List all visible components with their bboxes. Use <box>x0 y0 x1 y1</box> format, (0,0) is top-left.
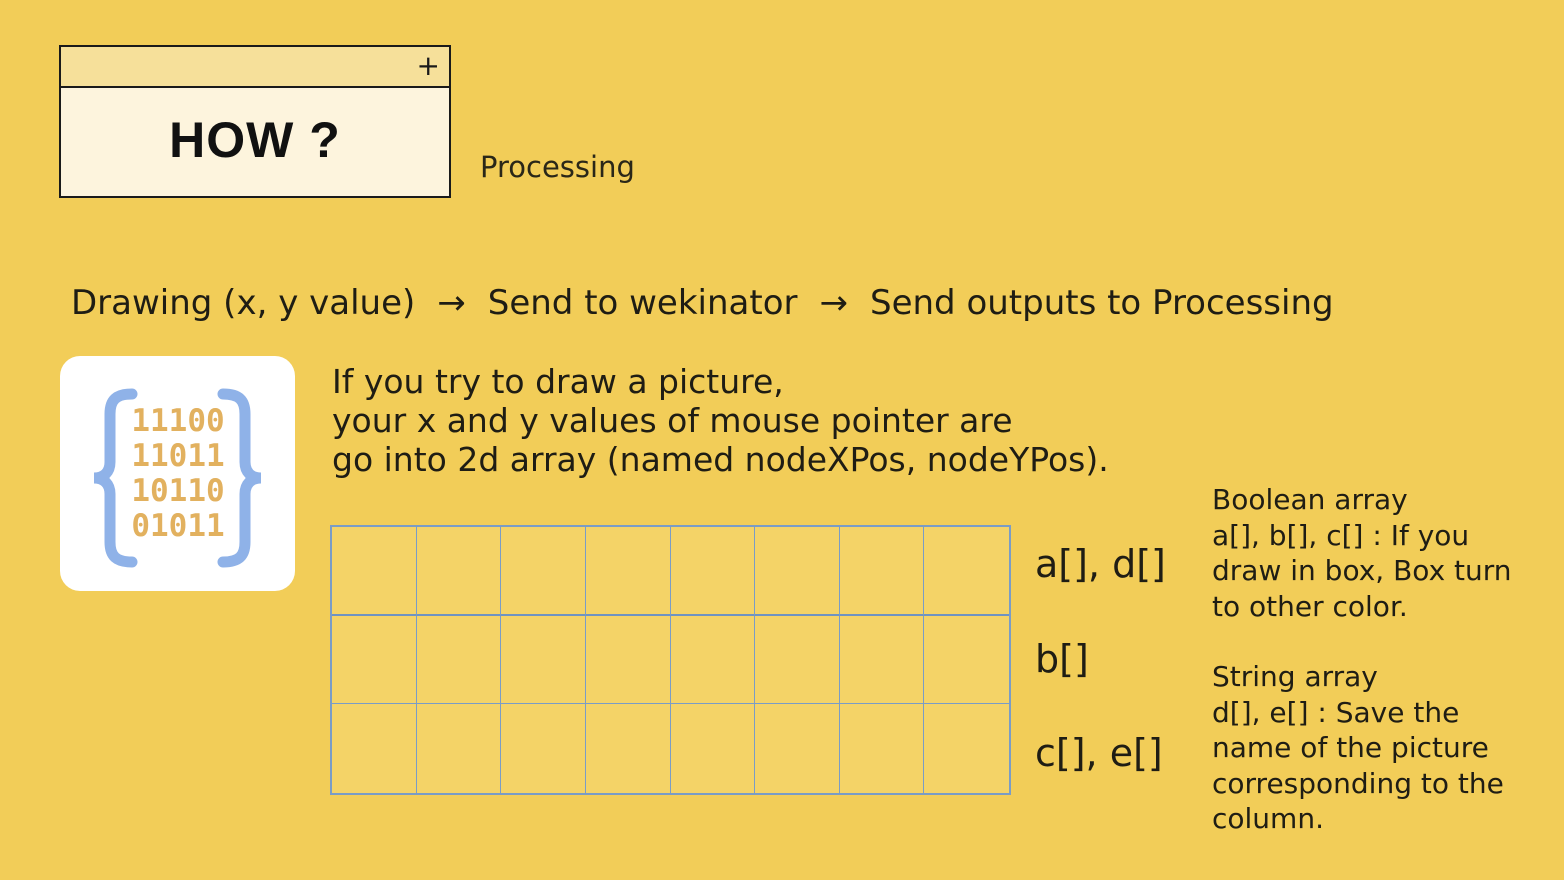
grid-cell[interactable] <box>416 615 502 705</box>
grid-cell[interactable] <box>755 527 840 616</box>
description: If you try to draw a picture, your x and… <box>332 362 1109 479</box>
description-line: go into 2d array (named nodeXPos, nodeYP… <box>332 440 1109 479</box>
string-array-line: d[], e[] : Save the <box>1212 695 1460 729</box>
string-array-line: name of the picture <box>1212 731 1489 764</box>
grid-cell[interactable] <box>924 704 1009 793</box>
subtitle: Processing <box>480 150 635 184</box>
string-array-line: corresponding to the <box>1212 766 1504 800</box>
flow-step-drawing: Drawing (x, y value) <box>71 283 416 323</box>
grid-cell[interactable] <box>416 527 502 616</box>
flow-step-processing: Send outputs to Processing <box>870 283 1334 323</box>
svg-text:01011: 01011 <box>131 508 224 544</box>
grid-cell[interactable] <box>332 704 417 793</box>
grid-cell[interactable] <box>416 704 502 793</box>
description-line: your x and y values of mouse pointer are <box>332 401 1013 440</box>
description-line: If you try to draw a picture, <box>332 362 784 401</box>
grid-cell[interactable] <box>670 704 756 793</box>
boolean-array-title: Boolean array <box>1212 483 1408 516</box>
boolean-array-line: to other color. <box>1212 589 1408 623</box>
string-array-line: column. <box>1212 802 1324 835</box>
grid-cell[interactable] <box>501 615 586 705</box>
grid-cell[interactable] <box>670 527 756 616</box>
boolean-array-line: a[], b[], c[] : If you <box>1212 518 1470 552</box>
plus-icon[interactable]: + <box>416 49 440 82</box>
flow-step-wekinator: Send to wekinator <box>487 283 798 323</box>
grid-cell[interactable] <box>755 704 840 793</box>
process-flow: Drawing (x, y value) → Send to wekinator → S… <box>71 283 1334 323</box>
grid-cell[interactable] <box>755 615 840 705</box>
grid-cell[interactable] <box>332 527 417 616</box>
grid-cell[interactable] <box>585 704 671 793</box>
grid-cell[interactable] <box>839 527 925 616</box>
svg-text:11011: 11011 <box>131 438 224 474</box>
grid-cell[interactable] <box>332 615 417 705</box>
binary-code-icon: 11100 11011 10110 01011 <box>60 356 295 591</box>
row-label-b: b[] <box>1035 637 1089 681</box>
drawing-grid[interactable] <box>330 525 1011 795</box>
page-title: HOW ? <box>169 112 341 168</box>
grid-cell[interactable] <box>839 704 925 793</box>
svg-text:10110: 10110 <box>131 473 224 509</box>
boolean-array-line: draw in box, Box turn <box>1212 554 1512 587</box>
row-label-c-e: c[], e[] <box>1035 731 1163 775</box>
title-card: + HOW ? <box>59 45 451 198</box>
grid-cell[interactable] <box>585 615 671 705</box>
row-label-a-d: a[], d[] <box>1035 542 1166 586</box>
array-notes: Boolean array a[], b[], c[] : If you dra… <box>1212 482 1542 837</box>
binary-code-icon-graphic: 11100 11011 10110 01011 <box>93 388 262 568</box>
grid-cell[interactable] <box>670 615 756 705</box>
grid-cell[interactable] <box>501 704 586 793</box>
string-array-title: String array <box>1212 660 1378 693</box>
arrow-right-icon: → <box>437 283 466 323</box>
svg-text:11100: 11100 <box>131 403 224 439</box>
grid-cell[interactable] <box>839 615 925 705</box>
title-card-header: + <box>61 47 449 88</box>
grid-cell[interactable] <box>585 527 671 616</box>
grid-cell[interactable] <box>924 527 1009 616</box>
arrow-right-icon: → <box>819 283 849 323</box>
grid-cell[interactable] <box>501 527 586 616</box>
grid-cell[interactable] <box>924 615 1009 705</box>
